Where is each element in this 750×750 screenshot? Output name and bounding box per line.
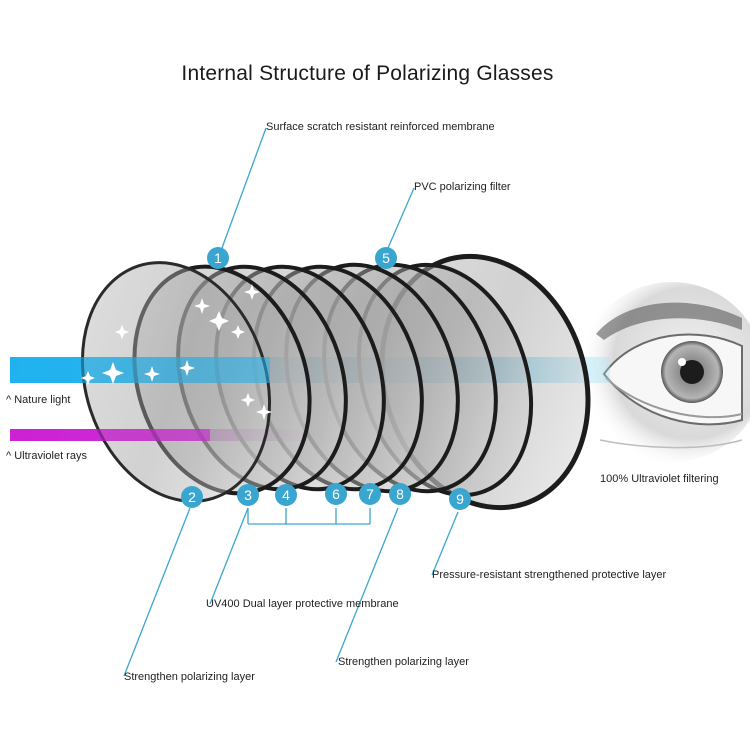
leader-lines [123, 127, 459, 677]
eye-icon [580, 282, 750, 462]
label-surface-membrane: Surface scratch resistant reinforced mem… [266, 121, 495, 133]
label-strengthen-layer-left: Strengthen polarizing layer [124, 671, 255, 683]
diagram-title: Internal Structure of Polarizing Glasses [181, 62, 554, 85]
label-uv400-membrane: UV400 Dual layer protective membrane [206, 598, 399, 610]
label-pvc-filter: PVC polarizing filter [414, 181, 511, 193]
label-uv-filtering: 100% Ultraviolet filtering [600, 473, 719, 485]
label-pressure-layer: Pressure-resistant strengthened protecti… [432, 569, 667, 581]
sparkle-icon [81, 284, 272, 420]
label-strengthen-layer-mid: Strengthen polarizing layer [338, 656, 469, 668]
label-nature-light: ^ Nature light [6, 394, 71, 406]
label-ultraviolet-rays: ^ Ultraviolet rays [6, 450, 87, 462]
lens-stack [80, 253, 591, 511]
